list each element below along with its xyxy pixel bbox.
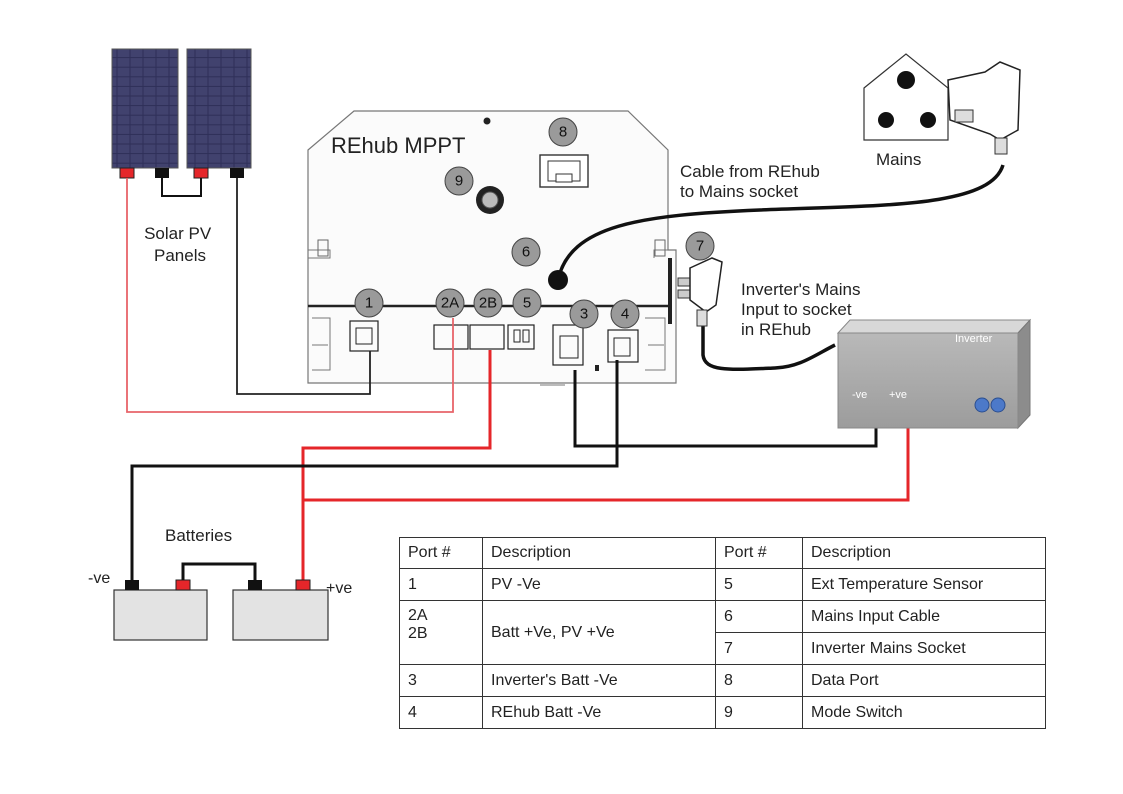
cable-mains-label: Cable from REhub to Mains socket (680, 162, 825, 201)
table-cell: 1 (399, 568, 483, 601)
panel-terminal-pos (119, 167, 135, 179)
table-row: 4 REhub Batt -Ve 9 Mode Switch (399, 696, 1046, 729)
table-cell: PV -Ve (482, 568, 716, 601)
svg-text:7: 7 (696, 238, 704, 255)
panel-terminal-neg (230, 168, 244, 178)
table-cell: Mains Input Cable (802, 600, 1046, 633)
device-title: REhub MPPT (331, 133, 466, 158)
table-cell: 5 (715, 568, 803, 601)
table-row: 3 Inverter's Batt -Ve 8 Data Port (399, 664, 1046, 697)
inverter-led (974, 397, 990, 413)
svg-text:4: 4 (621, 306, 629, 323)
pv-negative-wire (236, 178, 371, 395)
table-header: Port # (399, 537, 483, 569)
svg-text:8: 8 (559, 124, 567, 141)
port-badge-6: 6 (511, 237, 541, 267)
table-cell: Batt +Ve, PV +Ve (482, 600, 716, 665)
inverter-plug (677, 257, 723, 327)
table-cell: 4 (399, 696, 483, 729)
batteries (113, 562, 329, 641)
table-cell-line: 2B (408, 625, 428, 642)
table-row: 7 Inverter Mains Socket (400, 632, 1046, 665)
port-table: Port # Description Port # Description 1 … (399, 537, 1046, 729)
solar-panels (111, 48, 252, 197)
table-cell-line: 2A (408, 607, 428, 624)
svg-text:6: 6 (522, 244, 530, 261)
inverter-positive-wire (303, 428, 910, 502)
inverter-label: Inverter (955, 333, 993, 345)
table-cell: 6 (715, 600, 803, 633)
table-row: 1 PV -Ve 5 Ext Temperature Sensor (399, 568, 1046, 601)
table-cell: Ext Temperature Sensor (802, 568, 1046, 601)
inverter (836, 318, 1032, 430)
port-badge-3: 3 (569, 299, 599, 329)
table-cell: Data Port (802, 664, 1046, 697)
port-badge-9: 9 (444, 166, 474, 196)
port-badge-7: 7 (685, 231, 715, 261)
battery-left (113, 589, 208, 641)
table-cell: 7 (715, 632, 803, 665)
table-cell: Mode Switch (802, 696, 1046, 729)
svg-text:2B: 2B (479, 295, 497, 312)
table-cell: Inverter Mains Socket (802, 632, 1046, 665)
battery-pos-label: +ve (326, 580, 352, 597)
mains-label: Mains (876, 150, 921, 169)
solar-panel-right (186, 48, 252, 169)
table-cell: 8 (715, 664, 803, 697)
table-cell: 3 (399, 664, 483, 697)
svg-text:2A: 2A (441, 295, 459, 312)
port-badge-2b: 2B (473, 288, 503, 318)
inverter-input-label: Inverter's Mains Input to socket in REhu… (741, 280, 865, 339)
table-row: 2A 2B Batt +Ve, PV +Ve 6 Mains Input Cab… (399, 600, 1046, 665)
battery-negative-wire (130, 360, 619, 580)
port-badges: 1 2A 2B 5 3 4 6 7 8 9 (354, 117, 715, 329)
battery-right (232, 589, 329, 641)
svg-text:1: 1 (365, 295, 373, 312)
panel-terminal-neg (155, 168, 169, 178)
port-badge-1: 1 (354, 288, 384, 318)
panel-link-wire (161, 178, 202, 197)
table-header-row: Port # Description Port # Description (399, 537, 1046, 569)
inverter-led (990, 397, 1006, 413)
table-cell: REhub Batt -Ve (482, 696, 716, 729)
svg-text:9: 9 (455, 173, 463, 190)
battery-link-wire (181, 562, 257, 580)
pv-positive-wire (126, 178, 454, 413)
port-badge-2a: 2A (435, 288, 465, 318)
port-badge-5: 5 (512, 288, 542, 318)
battery-positive-wire (301, 350, 492, 580)
table-header: Description (482, 537, 716, 569)
inverter-pos-label: +ve (889, 389, 907, 401)
solar-label: Solar PV Panels (144, 224, 216, 265)
port-badge-4: 4 (610, 299, 640, 329)
batteries-label: Batteries (165, 526, 232, 545)
table-cell: 2A 2B (399, 600, 483, 665)
inverter-neg-label: -ve (852, 389, 867, 401)
battery-neg-label: -ve (88, 570, 110, 587)
inverter-negative-wire (573, 370, 878, 448)
solar-panel-left (111, 48, 179, 169)
port-badge-8: 8 (548, 117, 578, 147)
svg-text:3: 3 (580, 306, 588, 323)
mains-cable (556, 164, 1005, 281)
table-header: Description (802, 537, 1046, 569)
table-cell: Inverter's Batt -Ve (482, 664, 716, 697)
table-header: Port # (715, 537, 803, 569)
table-cell: 9 (715, 696, 803, 729)
panel-terminal-pos (193, 167, 209, 179)
mains-socket (863, 53, 1021, 155)
inverter-mains-cable (701, 310, 836, 372)
svg-text:5: 5 (523, 295, 531, 312)
